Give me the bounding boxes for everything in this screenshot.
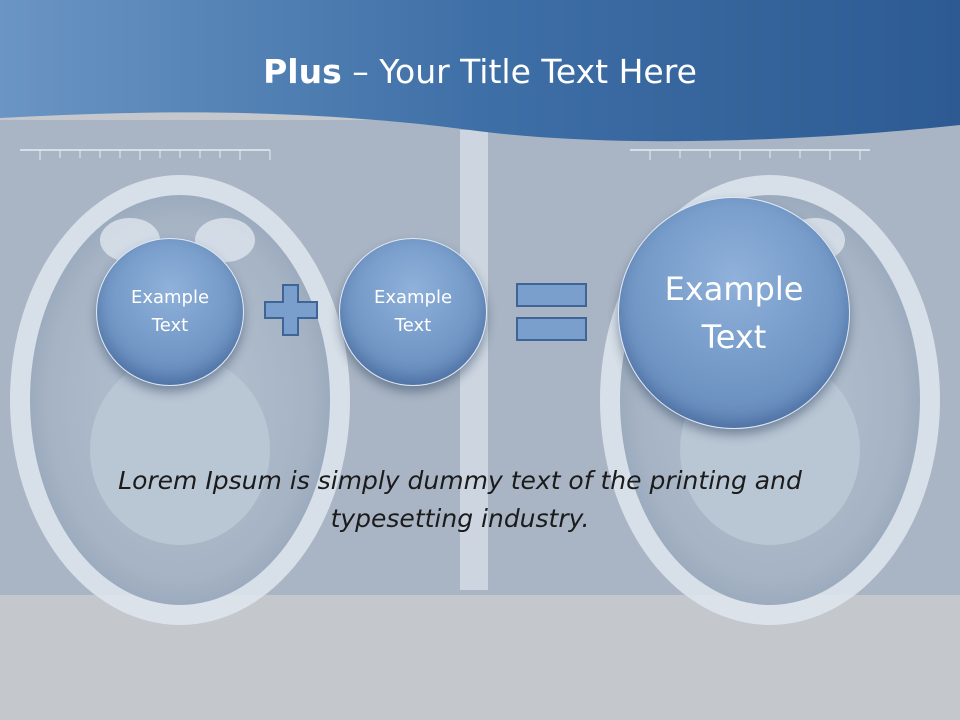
example-circle-2: Example Text (339, 238, 487, 386)
equals-icon (516, 283, 587, 341)
body-text: Lorem Ipsum is simply dummy text of the … (118, 466, 802, 533)
slide-title: Plus – Your Title Text Here (0, 52, 960, 91)
title-bold: Plus (263, 52, 342, 91)
left-skull-scan (10, 149, 350, 625)
circle-1-text: Example Text (130, 287, 210, 336)
circle-2-text: Example Text (373, 287, 453, 336)
circle-result-text: Example Text (664, 270, 804, 356)
plus-icon (264, 284, 318, 336)
example-circle-1: Example Text (96, 238, 244, 386)
header-banner (0, 0, 960, 142)
scan-rulers (39, 150, 861, 160)
example-circle-result: Example Text (618, 197, 850, 429)
title-rest: – Your Title Text Here (341, 52, 697, 91)
